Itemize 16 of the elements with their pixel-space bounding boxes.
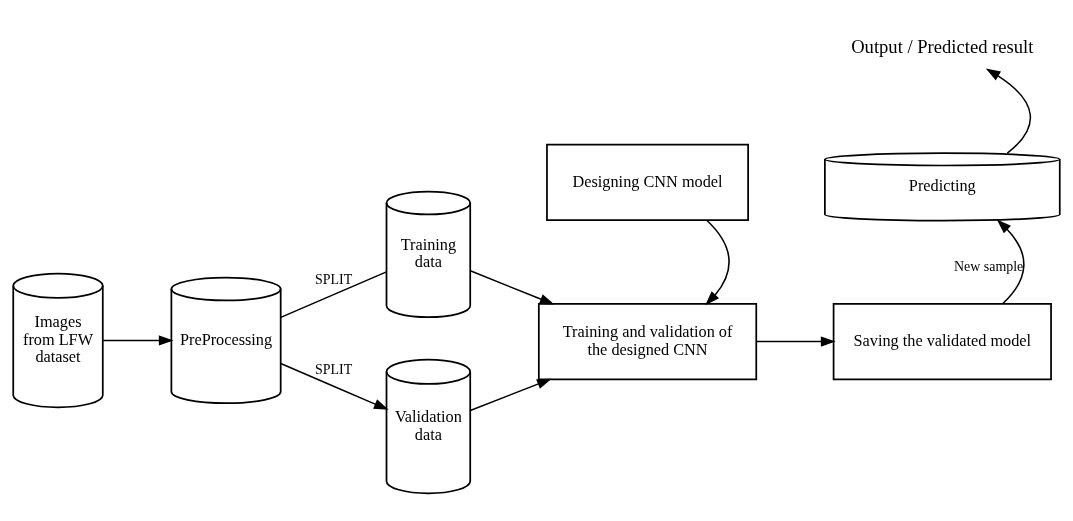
arrow [996, 219, 1025, 305]
arrow [469, 378, 552, 412]
arrow [705, 219, 730, 306]
node-text: Output / Predicted result [851, 36, 1034, 57]
node-box: Designing CNN model [546, 143, 749, 221]
node-box: Training and validation of the designed CNN [537, 302, 758, 381]
arrow [755, 336, 836, 347]
edge-label: SPLIT [315, 272, 353, 288]
arrow [280, 362, 389, 410]
arrow [985, 68, 1031, 154]
node-box: Saving the validated model [832, 302, 1052, 381]
connector [280, 271, 388, 319]
edge-label: New sample [954, 258, 1024, 274]
arrow [469, 270, 555, 305]
arrow [102, 335, 174, 346]
edge-label: SPLIT [315, 361, 353, 377]
